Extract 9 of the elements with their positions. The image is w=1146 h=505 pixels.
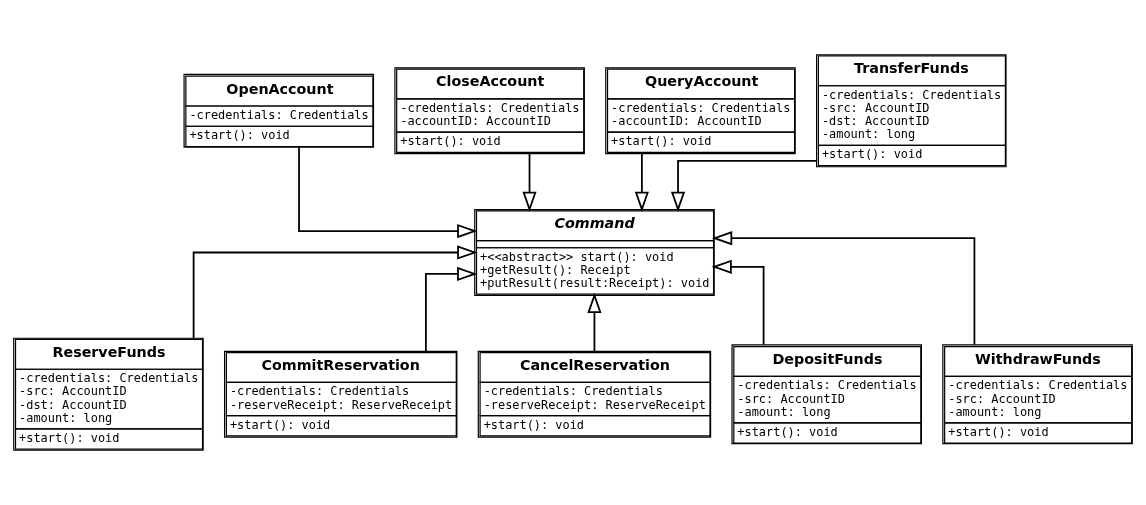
arrow xyxy=(298,146,478,239)
arrow xyxy=(711,259,765,346)
arrow xyxy=(634,152,649,212)
arrow xyxy=(522,152,537,212)
arrow xyxy=(587,292,602,352)
arrow xyxy=(711,231,976,346)
arrow xyxy=(425,266,478,353)
arrow xyxy=(670,159,818,213)
arrow xyxy=(192,245,478,340)
